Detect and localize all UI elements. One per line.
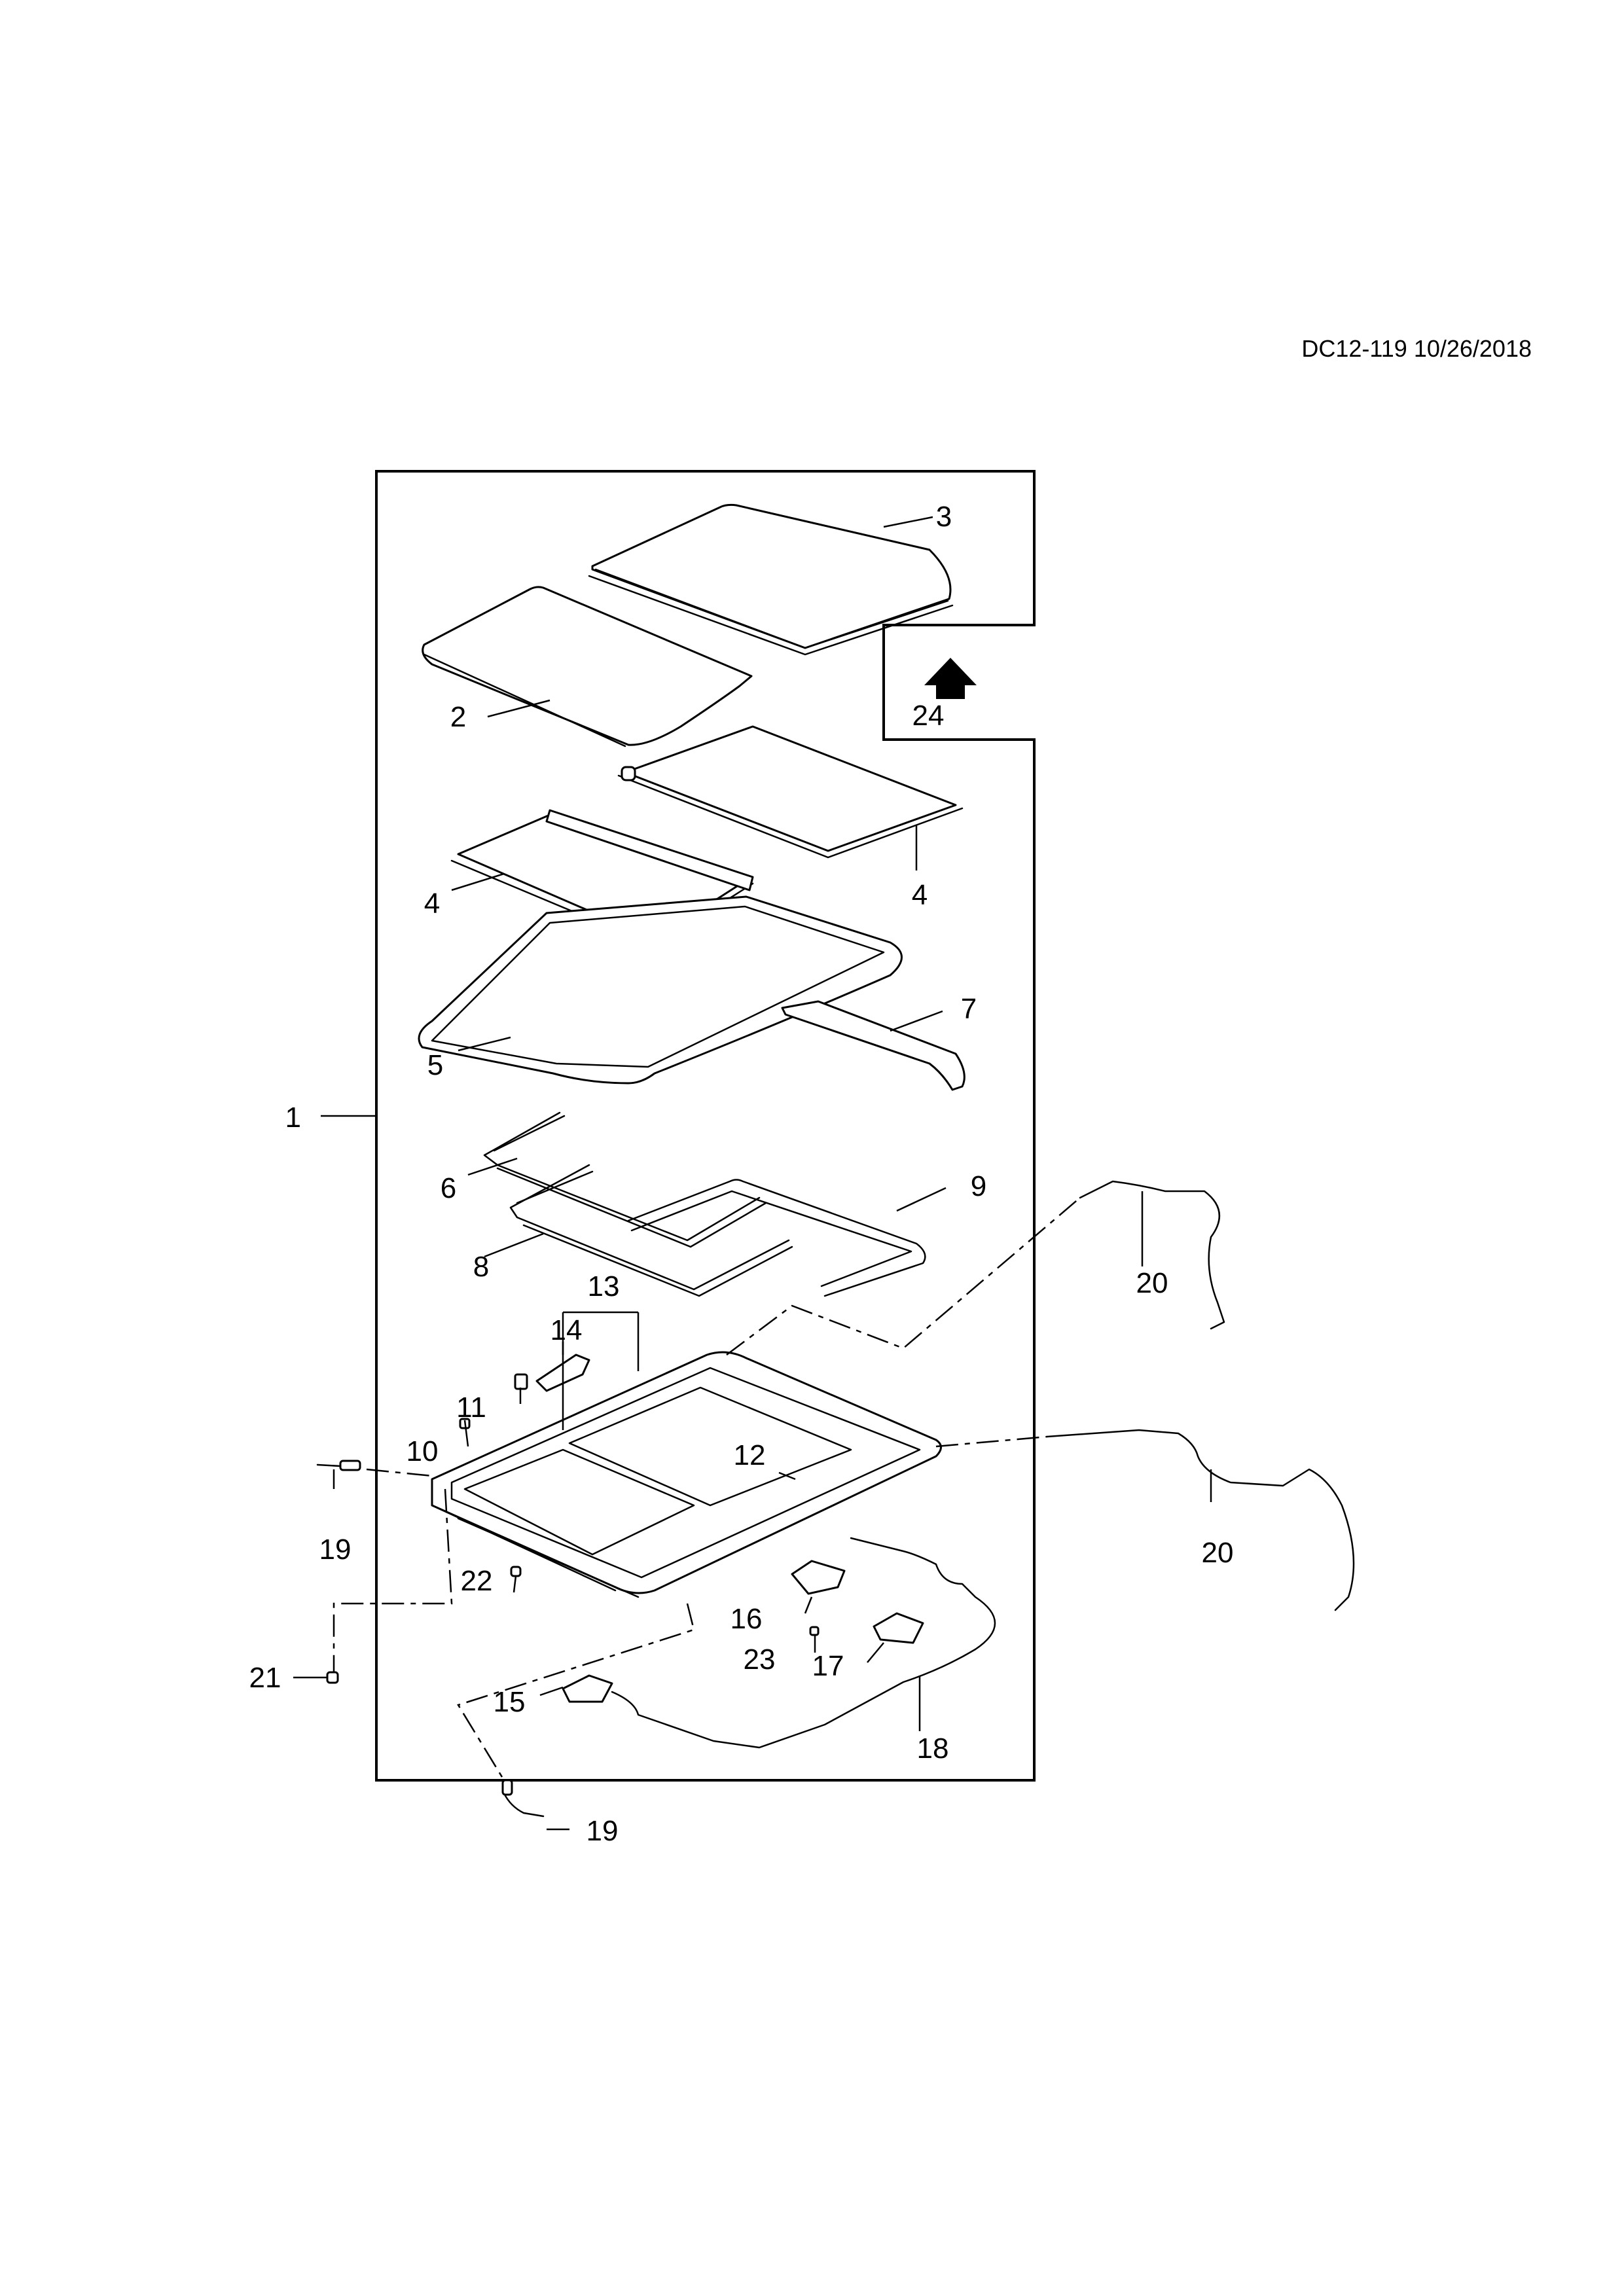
routing-line-lower [935, 1435, 1048, 1448]
part-20-drain-hose-upper [1079, 1180, 1225, 1330]
part-11-clip [514, 1373, 528, 1390]
part-5-seal [418, 895, 903, 1085]
part-15-module [562, 1674, 613, 1703]
callout-3: 3 [936, 501, 952, 533]
callout-11: 11 [456, 1391, 486, 1424]
part-22-fastener [510, 1566, 522, 1577]
callout-8: 8 [473, 1251, 489, 1283]
callout-19-bottom: 19 [586, 1815, 619, 1847]
part-6-trim [483, 1111, 767, 1248]
callout-24: 24 [912, 700, 945, 732]
callout-23: 23 [744, 1643, 776, 1676]
callout-16: 16 [731, 1603, 763, 1635]
callout-6: 6 [441, 1172, 456, 1204]
part-16-motor [791, 1560, 846, 1595]
leader-lines [293, 516, 1212, 1831]
part-9-trim [627, 1179, 926, 1297]
callout-4-right: 4 [912, 879, 928, 911]
part-17-module [873, 1612, 924, 1644]
part-23-fastener [809, 1626, 820, 1636]
part-2-glass-panel [422, 586, 753, 747]
callout-12: 12 [734, 1439, 766, 1471]
part-18-harness [611, 1537, 996, 1749]
callout-2: 2 [450, 701, 466, 733]
callout-17: 17 [812, 1650, 844, 1682]
part-8-trim [509, 1164, 793, 1297]
part-20-drain-hose-lower [1046, 1429, 1355, 1611]
callout-14: 14 [550, 1314, 583, 1346]
callout-4-left: 4 [424, 888, 440, 920]
part-12-sunroof-frame [431, 1351, 942, 1598]
callout-22: 22 [461, 1565, 493, 1597]
routing-line-left [366, 1468, 433, 1477]
callout-19-left: 19 [319, 1534, 352, 1566]
callout-21: 21 [249, 1662, 281, 1694]
callout-20-upper: 20 [1136, 1267, 1168, 1299]
callout-13: 13 [588, 1270, 620, 1302]
callout-15: 15 [494, 1686, 526, 1718]
callout-9: 9 [971, 1170, 986, 1202]
routing-line-upper [726, 1197, 1081, 1355]
part-4-sunshade-rear [617, 725, 964, 859]
part-19-drain-hose-bottom [501, 1779, 545, 1818]
callout-20-lower: 20 [1202, 1537, 1234, 1569]
part-19-drain-hose-left [316, 1460, 361, 1471]
routing-line-21 [333, 1488, 453, 1672]
assembly-frame [375, 470, 1036, 1782]
callout-5: 5 [427, 1049, 443, 1081]
callout-18: 18 [917, 1732, 949, 1765]
callout-10: 10 [406, 1435, 439, 1467]
drawing-id: DC12-119 10/26/2018 [1301, 335, 1532, 362]
routing-line-19b [457, 1603, 695, 1781]
callout-7: 7 [961, 993, 977, 1025]
part-7-deflector [781, 1000, 965, 1091]
part-3-glass-panel [588, 503, 954, 656]
callout-1: 1 [285, 1102, 301, 1134]
part-21-fastener [326, 1671, 339, 1684]
up-arrow-icon [924, 658, 977, 699]
